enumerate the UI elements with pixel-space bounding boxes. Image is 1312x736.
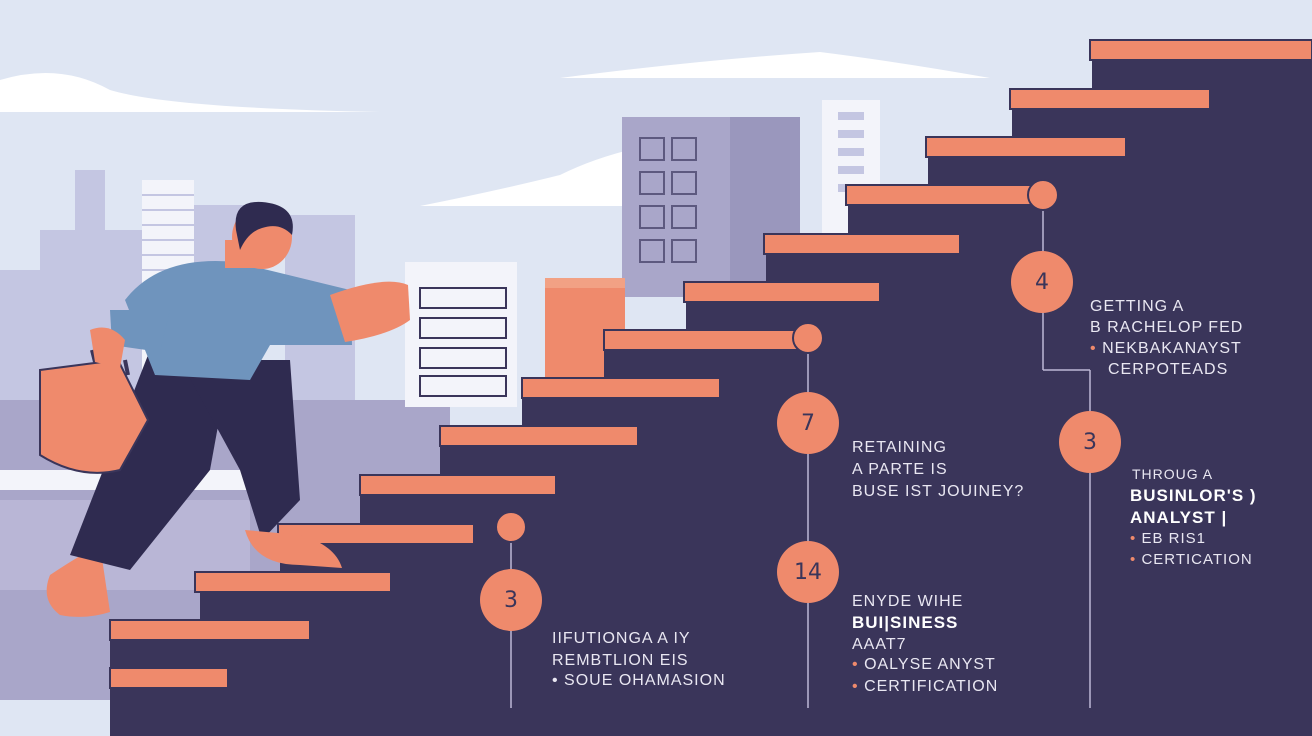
milestone-4-number: 4 — [1011, 251, 1073, 313]
milestone-3-line-2: BUI|SINESS — [852, 613, 959, 632]
milestone-1-bullet-1-text: SOUE OHAMASION — [564, 672, 726, 689]
milestone-5-number: 3 — [1059, 411, 1121, 473]
milestone-4-bullet-1: • NEKBAKANAYST — [1090, 340, 1242, 357]
milestone-5-bullet-2-text: CERTICATION — [1141, 551, 1253, 568]
milestone-1-number: 3 — [480, 569, 542, 631]
timeline-dots — [495, 179, 1059, 543]
cloud — [0, 72, 380, 112]
milestone-2-number: 7 — [777, 392, 839, 454]
milestone-3-line-3: AAAT7 — [852, 636, 907, 653]
milestone-3-bullet-1: • OALYSE ANYST — [852, 656, 996, 673]
milestone-2-line-1: RETAINING — [852, 439, 947, 456]
milestone-1-line-1: IIFUTIONGA A IY — [552, 630, 691, 647]
step-edges — [109, 39, 1312, 689]
milestone-1-line-2: REMBTLION EIS — [552, 652, 689, 669]
milestone-5-line-3: ANALYST | — [1130, 508, 1228, 527]
milestone-4-line-1: GETTING A — [1090, 298, 1185, 315]
milestone-5-bullet-1: • EB RIS1 — [1130, 530, 1206, 547]
milestone-4-line-2: B RACHELOP FED — [1090, 319, 1244, 336]
milestone-3-bullet-2: • CERTIFICATION — [852, 678, 999, 695]
milestone-3-line-1: ENYDE WIHE — [852, 593, 964, 610]
cloud — [560, 52, 990, 78]
milestone-3-bullet-1-text: OALYSE ANYST — [864, 656, 996, 673]
milestone-5-bullet-2: • CERTICATION — [1130, 551, 1253, 568]
climbing-person — [39, 201, 410, 617]
milestone-4-bullet-2: CERPOTEADS — [1108, 361, 1229, 378]
milestone-4-bullet-1-text: NEKBAKANAYST — [1102, 340, 1242, 357]
milestone-5-bullet-1-text: EB RIS1 — [1141, 530, 1206, 547]
milestone-3-bullet-2-text: CERTIFICATION — [864, 678, 999, 695]
milestone-5-line-2: BUSINLOR'S ) — [1130, 486, 1257, 505]
milestone-3-number: 14 — [777, 541, 839, 603]
milestone-2-line-3: BUSE IST JOUINEY? — [852, 483, 1025, 500]
milestone-5-line-1: THROUG A — [1132, 466, 1214, 482]
milestone-1-bullet-1: • SOUE OHAMASION — [552, 672, 726, 689]
milestone-2-line-2: A PARTE IS — [852, 461, 948, 478]
